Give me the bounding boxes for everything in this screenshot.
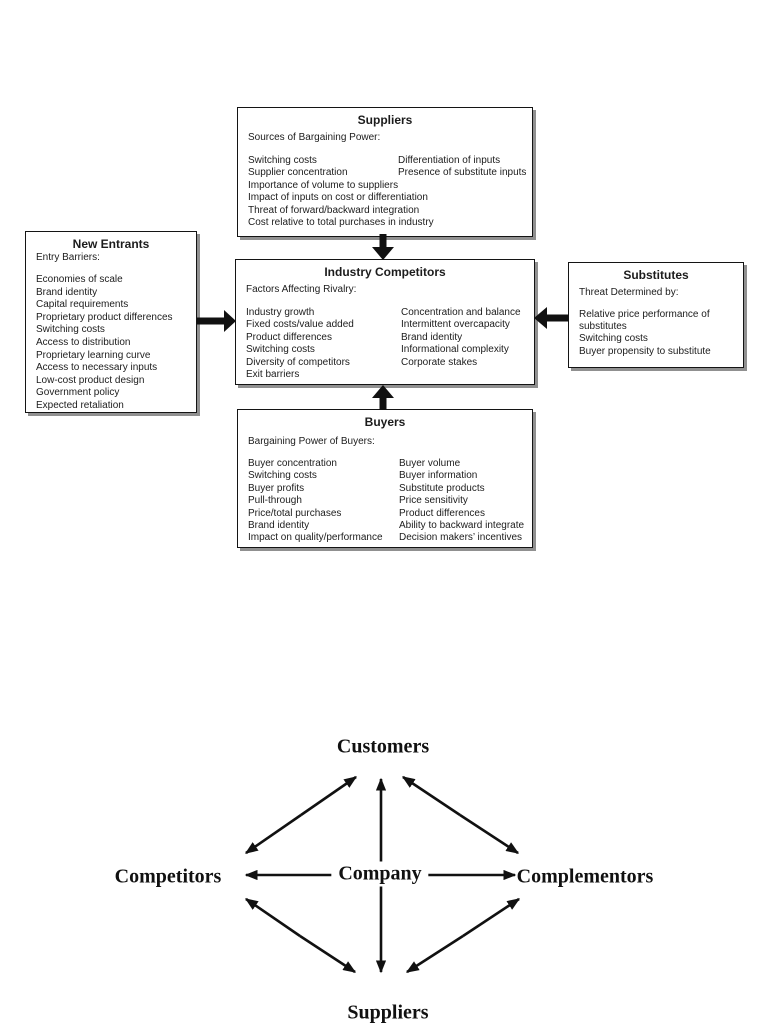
buyers-box-title: Buyers <box>364 415 406 429</box>
value-net-node-customers: Customers <box>336 735 430 758</box>
list-item: Access to necessary inputs <box>36 362 158 374</box>
list-item: Substitute products <box>399 482 485 494</box>
value-net-node-competitors: Competitors <box>114 865 222 888</box>
list-item: Switching costs <box>36 324 105 336</box>
substitutes-box-subtitle: Threat Determined by: <box>579 287 679 298</box>
list-item: Impact of inputs on cost or differentiat… <box>248 192 428 204</box>
substitutes-box-title: Substitutes <box>623 268 689 282</box>
suppliers-right-column: Differentiation of inputs Presence of su… <box>398 155 526 180</box>
suppliers-left-column: Switching costs Supplier concentration I… <box>248 155 434 229</box>
arrow-customers-complementors <box>401 775 520 855</box>
new-entrants-box-title: New Entrants <box>72 237 150 251</box>
buyers-box: Buyers Bargaining Power of Buyers: Buyer… <box>237 409 533 548</box>
new-entrants-list: Economies of scale Brand identity Capita… <box>36 274 173 413</box>
suppliers-box: Suppliers Sources of Bargaining Power: S… <box>237 107 533 237</box>
industry-competitors-box-subtitle: Factors Affecting Rivalry: <box>246 284 357 295</box>
new-entrants-box: New Entrants Entry Barriers: Economies o… <box>25 231 197 413</box>
list-item: Differentiation of inputs <box>398 155 501 166</box>
list-item: Product differences <box>246 331 332 343</box>
industry-competitors-box-title: Industry Competitors <box>324 265 446 279</box>
list-item: Proprietary product differences <box>36 311 173 323</box>
list-item: Price sensitivity <box>399 495 468 507</box>
arrow-competitors-customers <box>244 775 358 855</box>
list-item: Switching costs <box>248 470 317 482</box>
list-item: Corporate stakes <box>401 356 478 368</box>
list-item: Brand identity <box>36 286 98 298</box>
buyers-left-column: Buyer concentration Switching costs Buye… <box>248 458 383 545</box>
industry-competitors-left-column: Industry growth Fixed costs/value added … <box>246 307 354 381</box>
list-item: Presence of substitute inputs <box>398 167 527 179</box>
arrow-suppliers-complementors <box>405 897 521 974</box>
list-item: Government policy <box>36 387 120 399</box>
industry-competitors-right-column: Concentration and balance Intermittent o… <box>401 307 521 369</box>
list-item: Impact on quality/performance <box>248 532 383 544</box>
list-item: Buyer propensity to substitute <box>579 345 711 357</box>
list-item: Informational complexity <box>401 344 509 356</box>
list-item: Concentration and balance <box>401 307 521 318</box>
list-item: Switching costs <box>246 344 315 356</box>
new-entrants-box-subtitle: Entry Barriers: <box>36 252 100 263</box>
list-item: Intermittent overcapacity <box>401 319 510 331</box>
suppliers-box-subtitle: Sources of Bargaining Power: <box>248 132 381 143</box>
list-item: Relative price performance of substitute… <box>579 309 710 333</box>
list-item: Buyer volume <box>399 458 461 469</box>
arrow-substitutes-to-competitors <box>534 307 569 329</box>
list-item: Buyer information <box>399 470 478 482</box>
list-item: Economies of scale <box>36 274 123 285</box>
list-item: Exit barriers <box>246 369 300 381</box>
list-item: Supplier concentration <box>248 167 348 179</box>
list-item: Industry growth <box>246 307 315 318</box>
list-item: Proprietary learning curve <box>36 349 151 361</box>
list-item: Access to distribution <box>36 336 131 348</box>
arrow-buyers-to-competitors <box>372 385 394 410</box>
substitutes-list: Relative price performance of substitute… <box>579 309 729 358</box>
list-item: Importance of volume to suppliers <box>248 179 399 191</box>
buyers-right-column: Buyer volume Buyer information Substitut… <box>399 458 524 545</box>
list-item: Expected retaliation <box>36 399 124 411</box>
list-item: Diversity of competitors <box>246 356 350 368</box>
list-item: Brand identity <box>248 520 310 532</box>
value-net-node-complementors: Complementors <box>516 865 654 888</box>
list-item: Decision makers’ incentives <box>399 532 523 544</box>
list-item: Capital requirements <box>36 299 129 311</box>
arrow-competitors-suppliers <box>244 897 357 974</box>
list-item: Threat of forward/backward integration <box>248 204 420 216</box>
list-item: Low-cost product design <box>36 374 145 386</box>
list-item: Price/total purchases <box>248 507 342 519</box>
suppliers-box-title: Suppliers <box>357 113 413 127</box>
value-net-node-suppliers: Suppliers <box>347 1001 429 1024</box>
buyers-box-subtitle: Bargaining Power of Buyers: <box>248 436 375 447</box>
list-item: Fixed costs/value added <box>246 319 354 331</box>
list-item: Ability to backward integrate <box>399 520 525 532</box>
list-item: Cost relative to total purchases in indu… <box>248 217 434 229</box>
list-item: Buyer concentration <box>248 458 337 469</box>
list-item: Buyer profits <box>248 482 305 494</box>
substitutes-box: Substitutes Threat Determined by: Relati… <box>568 262 744 368</box>
list-item: Pull-through <box>248 495 302 507</box>
list-item: Switching costs <box>248 155 317 166</box>
list-item: Switching costs <box>579 333 648 345</box>
list-item: Brand identity <box>401 331 463 343</box>
arrow-suppliers-to-competitors <box>372 234 394 260</box>
industry-competitors-box: Industry Competitors Factors Affecting R… <box>235 259 535 385</box>
list-item: Product differences <box>399 507 485 519</box>
arrow-new-entrants-to-competitors <box>197 310 236 332</box>
value-net-node-company: Company <box>331 861 429 887</box>
